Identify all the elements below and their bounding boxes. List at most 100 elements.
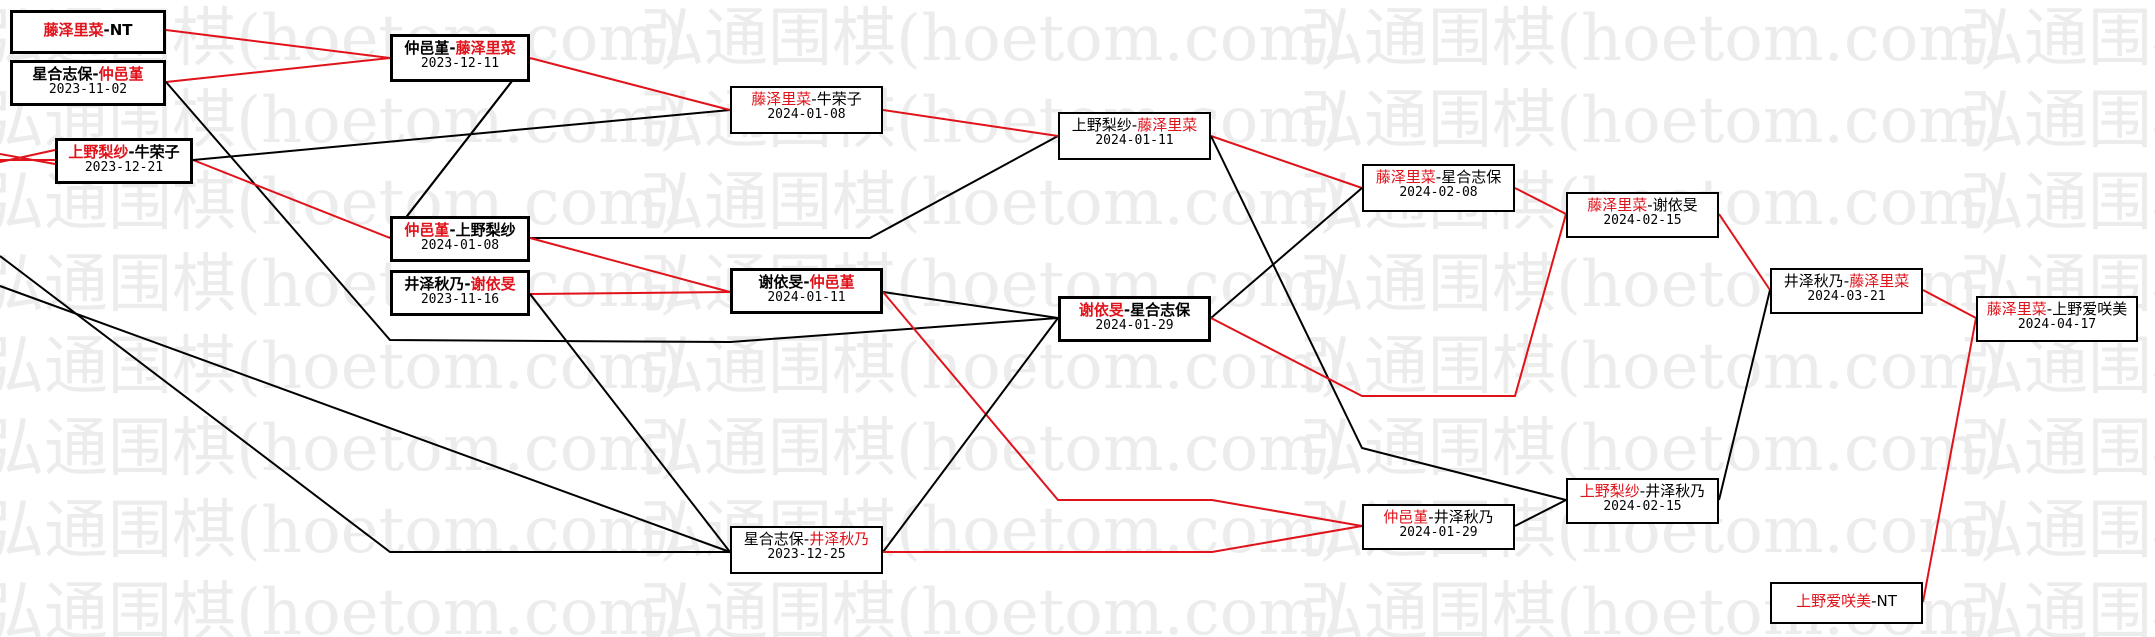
player-a: 井泽秋乃 <box>404 275 465 293</box>
match-date: 2023-12-25 <box>767 547 846 563</box>
player-separator: - <box>1871 592 1877 610</box>
bracket-connector <box>1922 289 1977 319</box>
player-separator: - <box>92 65 99 83</box>
bracket-connector <box>883 525 1363 553</box>
bracket-connector <box>882 291 1363 527</box>
player-b: 仲邑堇 <box>98 65 144 83</box>
match-date: 2024-02-08 <box>1399 185 1478 201</box>
player-separator: - <box>1428 508 1434 526</box>
match-players: 谢依旻-仲邑堇 <box>733 273 880 291</box>
player-a: 星合志保 <box>32 65 93 83</box>
player-a: 谢依旻 <box>758 273 804 291</box>
player-b: 星合志保 <box>1130 301 1191 319</box>
player-separator: - <box>803 273 810 291</box>
match-players: 星合志保-仲邑堇 <box>13 65 163 83</box>
bracket-connector <box>192 109 731 161</box>
match-players: 仲邑堇-上野梨纱 <box>393 221 527 239</box>
match-players: 井泽秋乃-谢依旻 <box>393 275 527 293</box>
player-a: 井泽秋乃 <box>1783 272 1844 290</box>
match-date: 2024-03-21 <box>1807 289 1886 305</box>
bracket-connector <box>0 149 56 163</box>
player-separator: - <box>1843 272 1850 290</box>
player-separator: - <box>464 275 471 293</box>
bracket-connector <box>882 317 1059 553</box>
player-separator: - <box>449 221 456 239</box>
player-a: 星合志保 <box>743 530 804 548</box>
bracket-connector <box>1210 213 1567 397</box>
player-separator: - <box>2046 300 2053 318</box>
match-date: 2024-04-17 <box>2017 317 2097 333</box>
bracket-connector <box>1718 213 1771 291</box>
player-b: 井泽秋乃 <box>1433 508 1494 526</box>
bracket-connector <box>1922 317 1977 603</box>
player-b: 谢依旻 <box>1652 196 1698 214</box>
player-b: 藤泽里菜 <box>1849 272 1910 290</box>
match-players: 藤泽里菜-牛荣子 <box>732 90 881 108</box>
player-b: 藤泽里菜 <box>455 39 516 57</box>
match-players: 藤泽里菜-NT <box>13 21 163 39</box>
bracket-connector <box>530 135 1059 239</box>
player-b: NT <box>1876 592 1897 610</box>
match-date: 2024-01-08 <box>767 107 846 123</box>
player-a: 藤泽里菜 <box>1587 196 1648 214</box>
bracket-connector <box>165 57 391 83</box>
match-date: 2023-12-21 <box>84 160 164 176</box>
bracket-connector <box>1210 187 1363 319</box>
player-b: 上野爱咲美 <box>2052 300 2128 318</box>
player-b: 谢依旻 <box>470 275 516 293</box>
player-a: 仲邑堇 <box>1383 508 1429 526</box>
match-date: 2024-01-29 <box>1095 318 1174 334</box>
match-date: 2024-01-08 <box>420 238 500 254</box>
match-date: 2023-12-11 <box>420 56 500 72</box>
match-box-g01[interactable]: 藤泽里菜-NT <box>10 10 166 54</box>
match-players: 上野梨纱-牛荣子 <box>58 143 190 161</box>
bracket-connector <box>882 109 1059 137</box>
match-date: 2024-01-11 <box>767 290 846 306</box>
match-players: 谢依旻-星合志保 <box>1061 301 1208 319</box>
player-b: 牛荣子 <box>816 90 862 108</box>
bracket-connector <box>529 57 731 111</box>
player-a: 藤泽里菜 <box>751 90 812 108</box>
match-players: 仲邑堇-藤泽里菜 <box>393 39 527 57</box>
player-a: 谢依旻 <box>1078 301 1124 319</box>
match-players: 藤泽里菜-谢依旻 <box>1568 196 1717 214</box>
bracket-connector <box>0 255 730 553</box>
bracket-connector <box>529 293 731 553</box>
player-a: 藤泽里菜 <box>1375 168 1436 186</box>
match-date: 2024-02-15 <box>1603 499 1682 515</box>
player-separator: - <box>1131 116 1138 134</box>
match-players: 上野梨纱-藤泽里菜 <box>1060 116 1209 134</box>
player-a: 仲邑堇 <box>404 39 450 57</box>
player-b: 藤泽里菜 <box>1137 116 1198 134</box>
player-b: 牛荣子 <box>134 143 180 161</box>
match-date: 2024-02-15 <box>1603 213 1682 229</box>
player-separator: - <box>1647 196 1653 214</box>
player-a: 上野梨纱 <box>1071 116 1132 134</box>
bracket-connector <box>192 159 391 239</box>
player-separator: - <box>1435 168 1442 186</box>
match-box-g17[interactable]: 上野爱咲美-NT <box>1770 582 1923 624</box>
player-b: 井泽秋乃 <box>1645 482 1706 500</box>
match-players: 井泽秋乃-藤泽里菜 <box>1772 272 1921 290</box>
match-players: 仲邑堇-井泽秋乃 <box>1364 508 1513 526</box>
bracket-connector <box>0 285 731 553</box>
bracket-connector <box>1514 187 1567 215</box>
bracket-connector <box>0 153 56 165</box>
